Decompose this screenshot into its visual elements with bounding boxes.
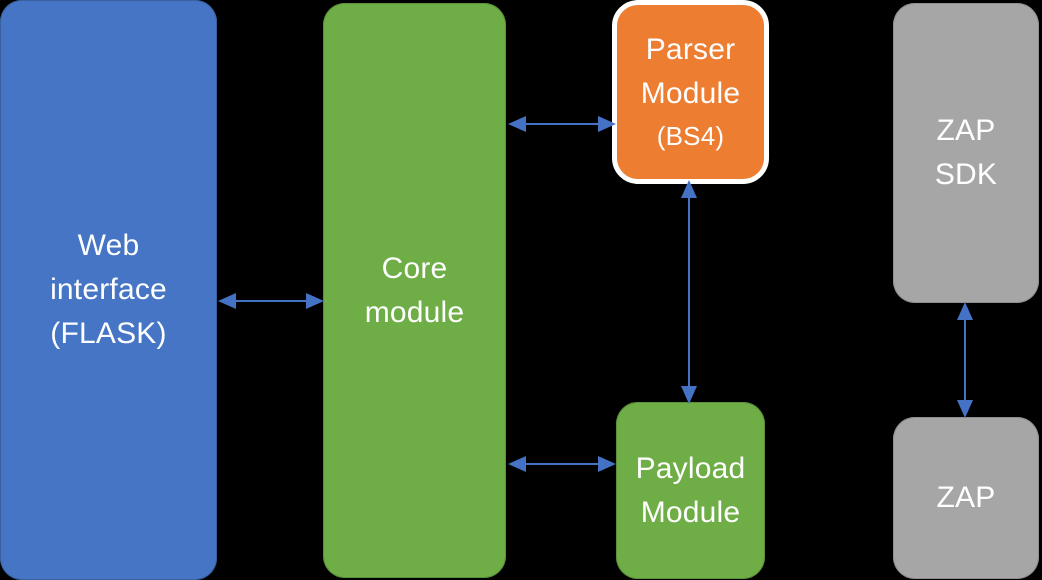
node-parser-module-title: Parser Module [640, 33, 741, 110]
arrowhead-right-icon [306, 293, 324, 309]
node-zap[interactable]: ZAP [893, 417, 1039, 579]
node-parser-module[interactable]: Parser Module (BS4) [612, 0, 769, 184]
arrowhead-left-icon [508, 456, 526, 472]
arrowhead-down-icon [957, 400, 973, 418]
arrowhead-right-icon [598, 456, 616, 472]
node-payload-module-label: Payload Module [635, 451, 746, 529]
node-core-module-label: Core module [364, 251, 465, 329]
connector-core-module-parser-module [508, 116, 616, 132]
arrowhead-up-icon [957, 302, 973, 320]
arrowhead-left-icon [508, 116, 526, 132]
node-parser-module-label: Parser Module (BS4) [641, 28, 741, 156]
node-parser-module-sublabel: (BS4) [656, 121, 725, 151]
node-zap-label: ZAP [936, 481, 996, 514]
node-web-interface[interactable]: Web interface (FLASK) [0, 0, 217, 580]
connector-web-interface-core-module [218, 293, 324, 309]
node-payload-module[interactable]: Payload Module [616, 402, 765, 579]
connector-payload-module-parser-module [681, 180, 697, 404]
connector-core-module-payload-module [508, 456, 616, 472]
arrowhead-left-icon [218, 293, 236, 309]
node-web-interface-label: Web interface (FLASK) [50, 229, 167, 350]
node-zap-sdk-label: ZAP SDK [934, 114, 998, 191]
arrowhead-down-icon [681, 386, 697, 404]
connector-zap-sdk-zap [957, 302, 973, 418]
node-core-module[interactable]: Core module [323, 3, 506, 578]
arrowhead-up-icon [681, 180, 697, 198]
arrowhead-right-icon [598, 116, 616, 132]
node-zap-sdk[interactable]: ZAP SDK [893, 3, 1039, 303]
